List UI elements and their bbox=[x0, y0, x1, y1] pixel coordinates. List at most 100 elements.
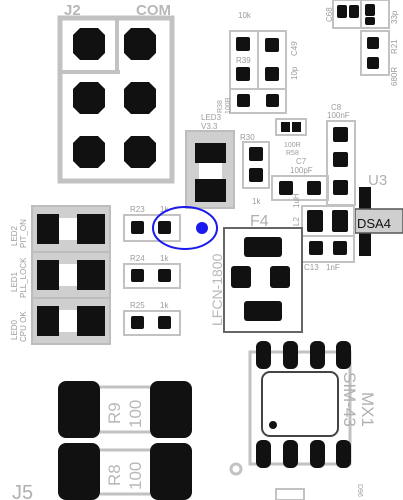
r39-pad-a bbox=[236, 37, 250, 51]
r23-outline bbox=[123, 214, 181, 242]
c8-pad-b bbox=[333, 152, 348, 167]
mx1-pin-2 bbox=[283, 341, 298, 369]
top-right-parts: 10k C68 33p R21 680R bbox=[238, 0, 399, 86]
c49-value: 10p bbox=[290, 66, 299, 80]
r38-group: R38 100R bbox=[217, 88, 287, 114]
f4-pad-b bbox=[231, 266, 251, 288]
r39-pad-b bbox=[236, 67, 250, 81]
led2-label: LED2 bbox=[10, 225, 19, 246]
r24-pad-a bbox=[131, 269, 144, 282]
led1-label: LED1 bbox=[10, 271, 19, 292]
r8-pad-b bbox=[150, 443, 192, 500]
r58-value: 100R bbox=[284, 142, 301, 149]
c7-outline bbox=[271, 175, 329, 201]
r58-pad-a bbox=[281, 122, 290, 132]
r30-outline bbox=[242, 141, 270, 189]
r38-pad-a bbox=[237, 94, 250, 107]
u3-dsa4-group: U3 DSA4 bbox=[354, 172, 403, 256]
highlight-dot bbox=[196, 222, 208, 234]
mx1-inner bbox=[261, 371, 339, 437]
f4-value: LFCN-1800 bbox=[209, 253, 225, 326]
r38-value: 100R bbox=[225, 97, 232, 114]
f4-fuse: F4 LFCN-1800 bbox=[209, 213, 303, 333]
c13-label: C13 bbox=[304, 263, 319, 272]
led1-pad-a bbox=[37, 260, 59, 290]
c8-label: C8 bbox=[331, 103, 342, 112]
r23-label: R23 bbox=[130, 205, 145, 214]
led0-pad-a bbox=[37, 306, 59, 336]
r25-pad-b bbox=[158, 316, 171, 329]
r8-label: R8 bbox=[105, 464, 124, 486]
j2-connector: J2 COM bbox=[57, 2, 175, 184]
mx1-part: SIM-43 bbox=[340, 372, 359, 427]
r9-label: R9 bbox=[105, 402, 124, 424]
j2-pin-5 bbox=[73, 136, 105, 168]
d96-label: D96 bbox=[356, 484, 363, 497]
led2-pad-b bbox=[77, 214, 105, 244]
r38-outline bbox=[229, 88, 287, 114]
c13-pad-a bbox=[309, 241, 323, 255]
r9-pad-b bbox=[150, 381, 192, 438]
led3-pad-b bbox=[195, 179, 226, 202]
f4-pad-a bbox=[244, 237, 282, 257]
led3-gap bbox=[199, 163, 222, 179]
r680r-label: 680R bbox=[390, 67, 399, 86]
c49-label: C49 bbox=[290, 41, 299, 56]
mx1-pin-7 bbox=[310, 440, 325, 468]
l2-pad-b bbox=[332, 210, 348, 232]
u3-pad-a bbox=[359, 187, 371, 211]
led3-label: LED3 bbox=[201, 113, 222, 122]
c33p-outline bbox=[360, 0, 390, 29]
highlight-ellipse bbox=[152, 206, 218, 250]
r8-value: 100 bbox=[126, 462, 145, 490]
led0-pad-b bbox=[77, 306, 105, 336]
f4-pad-d bbox=[244, 301, 282, 321]
r30-pad-b bbox=[249, 168, 263, 182]
r21-pad-a bbox=[367, 37, 379, 49]
led-block: R23 1k R24 1k R25 1k LED2 PIT_ON LED1 PL… bbox=[10, 205, 181, 345]
mx1-pin-5 bbox=[256, 440, 271, 468]
c33p-pad-b bbox=[365, 17, 375, 25]
led1-pad-b bbox=[77, 260, 105, 290]
r8-pad-a bbox=[58, 443, 100, 500]
f4-label: F4 bbox=[250, 213, 269, 230]
j5-label: J5 bbox=[12, 482, 33, 500]
mx1-label: MX1 bbox=[358, 392, 377, 427]
r9-value: 100 bbox=[126, 400, 145, 428]
c13-pad-b bbox=[333, 241, 347, 255]
c7-label: C7 bbox=[296, 157, 307, 166]
mx1-pin-8 bbox=[336, 440, 351, 468]
r24-pad-b bbox=[158, 269, 171, 282]
r25-outline bbox=[123, 310, 181, 336]
r30-value: 1k bbox=[252, 197, 261, 206]
r21-label: R21 bbox=[390, 39, 399, 54]
mx1-body bbox=[248, 350, 352, 466]
r30-label: R30 bbox=[240, 133, 255, 142]
r9-pad-a bbox=[58, 381, 100, 438]
j2-label: J2 bbox=[64, 2, 81, 19]
l2-value: 1uH bbox=[292, 193, 301, 208]
c68-label: C68 bbox=[325, 7, 334, 22]
mx1-pin-4 bbox=[336, 341, 351, 369]
c8-value: 100nF bbox=[327, 111, 350, 120]
r21-pad-b bbox=[367, 57, 379, 69]
led3-pad-a bbox=[195, 143, 226, 163]
led3-voltage: V3.3 bbox=[201, 122, 218, 131]
led0-signal: CPU OK bbox=[19, 311, 28, 342]
bottom-edge-part bbox=[275, 488, 305, 500]
mx1-pin-3 bbox=[310, 341, 325, 369]
c7-value: 100pF bbox=[290, 166, 313, 175]
r25-pad-a bbox=[131, 316, 144, 329]
r23-value: 1k bbox=[160, 205, 169, 214]
led2-pad-a bbox=[37, 214, 59, 244]
f4-pad-c bbox=[270, 266, 290, 288]
c68-pad-a bbox=[337, 5, 347, 18]
com-label: COM bbox=[136, 2, 171, 19]
led0-gap bbox=[59, 310, 77, 332]
mx1-component: MX1 SIM-43 bbox=[229, 341, 377, 476]
r10k-top-label: 10k bbox=[238, 11, 252, 20]
r23-pad-a bbox=[131, 221, 144, 234]
mx1-pin1-marker bbox=[269, 421, 277, 429]
led1-signal: PLL_LOCK bbox=[19, 257, 28, 298]
